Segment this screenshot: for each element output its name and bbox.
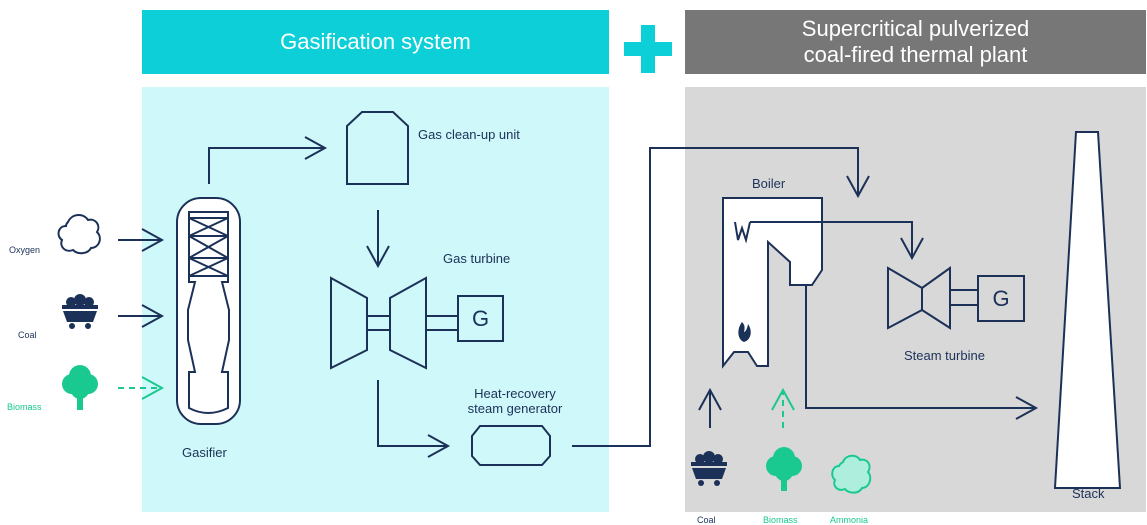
gasifier-label: Gasifier bbox=[182, 445, 227, 460]
coal-label: Coal bbox=[18, 330, 37, 340]
biomass-tree-icon bbox=[62, 365, 98, 410]
gas-cleanup-unit bbox=[346, 111, 409, 185]
thermal-plant-title: Supercritical pulverized coal-fired ther… bbox=[801, 16, 1030, 67]
gas-cleanup-label: Gas clean-up unit bbox=[418, 127, 520, 142]
steam-to-turbine-arrow bbox=[750, 221, 924, 261]
biomass-label-bottom: Biomass bbox=[763, 515, 798, 525]
turbine-to-hrsg-arrow bbox=[377, 380, 451, 458]
stack-label: Stack bbox=[1072, 486, 1105, 501]
ammonia-label-bottom: Ammonia bbox=[830, 515, 869, 525]
stack bbox=[1053, 131, 1122, 489]
gasification-system-title: Gasification system bbox=[280, 29, 471, 54]
thermal-plant-banner: Supercritical pulverized coal-fired ther… bbox=[685, 10, 1146, 74]
steam-turbine-generator-label: G bbox=[992, 286, 1010, 311]
gas-turbine bbox=[330, 276, 504, 370]
gas-turbine-label: Gas turbine bbox=[443, 251, 511, 266]
hrsg-unit bbox=[471, 425, 551, 466]
steam-turbine bbox=[887, 266, 1025, 330]
coal-cart-icon bbox=[62, 294, 98, 329]
boiler-label: Boiler bbox=[752, 176, 786, 191]
boiler-unit bbox=[722, 197, 823, 369]
flame-icon bbox=[738, 322, 751, 342]
gasifier-vessel bbox=[176, 197, 241, 425]
steam-turbine-label: Steam turbine bbox=[904, 348, 985, 363]
biomass-label: Biomass bbox=[7, 402, 42, 412]
ammonia-cloud-icon bbox=[831, 454, 872, 494]
flue-gas-to-stack-arrow bbox=[805, 286, 1039, 420]
coal-cart-icon-bottom bbox=[691, 451, 727, 486]
hrsg-to-boiler-arrow bbox=[572, 147, 870, 447]
oxygen-label: Oxygen bbox=[9, 245, 41, 255]
oxygen-cloud-icon bbox=[57, 214, 101, 255]
gas-turbine-generator-label: G bbox=[471, 306, 490, 331]
biomass-tree-icon-bottom bbox=[766, 447, 802, 491]
gasification-system-banner: Gasification system bbox=[142, 10, 609, 74]
coal-label-bottom: Coal bbox=[697, 515, 716, 525]
hrsg-label: Heat-recovery steam generator bbox=[467, 386, 563, 416]
plus-icon bbox=[624, 25, 672, 73]
syngas-flow-arrow bbox=[208, 136, 328, 184]
